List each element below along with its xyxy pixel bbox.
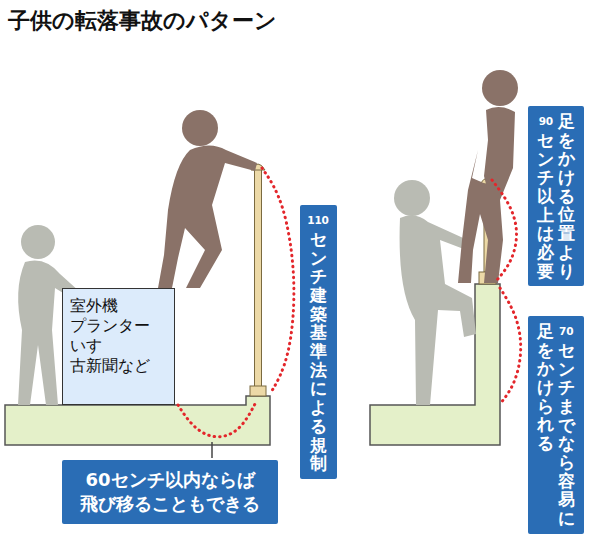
text-line: る <box>310 417 327 436</box>
text-line: ら <box>537 397 554 416</box>
text-column: 足をかけられる <box>537 322 554 528</box>
text-line: る <box>537 434 554 453</box>
text-line: 必 <box>537 243 554 262</box>
child-silhouette <box>158 110 257 288</box>
railing-base <box>250 386 266 396</box>
text-line: ら <box>558 453 575 472</box>
callout-box: 60センチ以内ならば 飛び移ることもできる <box>62 460 278 524</box>
text-line: 制 <box>310 454 327 473</box>
text-line: に <box>558 509 575 528</box>
text-line: 足 <box>558 112 575 131</box>
text-line: 建 <box>310 286 327 305</box>
text-line: 上 <box>537 206 554 225</box>
text-line: 法 <box>310 361 327 380</box>
text-line: ま <box>558 397 575 416</box>
railing-post <box>255 168 262 388</box>
text-line: に <box>310 379 327 398</box>
text-line: チ <box>558 378 575 397</box>
text-line: 容 <box>558 472 575 491</box>
text-line: け <box>537 378 554 397</box>
text-line: を <box>537 341 554 360</box>
text-line: 90 <box>539 112 553 131</box>
leader-line <box>211 442 213 458</box>
text-column: 足をかける位置より <box>558 112 575 280</box>
object-box: 室外機 プランター いす 古新聞など <box>62 288 175 405</box>
dotted-arc <box>178 402 256 437</box>
node-text: 110センチ建築基準法による規制 <box>310 211 327 473</box>
node-text: 室外機 プランター いす 古新聞など <box>70 296 160 376</box>
child-silhouette <box>458 70 518 283</box>
text-line: か <box>537 359 554 378</box>
text-line: ン <box>558 360 575 379</box>
text-line: よ <box>310 398 327 417</box>
text-line: チ <box>310 267 327 286</box>
text-line: セ <box>310 230 327 249</box>
text-line: ン <box>537 150 554 169</box>
text-line: 築 <box>310 305 327 324</box>
text-line: れ <box>537 415 554 434</box>
text-line: り <box>558 262 575 281</box>
dotted-arc <box>262 168 294 394</box>
text-line: な <box>558 434 575 453</box>
callout-box: 足をかける位置より 90センチ以上は必要 <box>528 106 583 286</box>
node-text: 70センチまでなら容易に 足をかけられる <box>537 322 574 528</box>
text-line: 易 <box>558 490 575 509</box>
text-line: よ <box>558 243 575 262</box>
text-line: 70 <box>559 322 573 341</box>
text-line: る <box>558 187 575 206</box>
text-line: を <box>558 131 575 150</box>
text-line: セ <box>558 341 575 360</box>
dotted-arc <box>500 288 521 404</box>
dotted-arc <box>492 180 517 280</box>
text-line: 足 <box>537 322 554 341</box>
callout-box: 110センチ建築基準法による規制 <box>300 205 337 479</box>
text-line: 規 <box>310 436 327 455</box>
text-column: 70センチまでなら容易に <box>558 322 575 528</box>
text-line: セ <box>537 131 554 150</box>
node-text: 60センチ以内ならば 飛び移ることもできる <box>75 468 266 516</box>
diagram-title: 子供の転落事故のパターン <box>8 6 277 36</box>
text-line: 以 <box>537 187 554 206</box>
callout-box: 70センチまでなら容易に 足をかけられる <box>528 316 583 534</box>
child-silhouette <box>394 180 476 405</box>
text-line: 要 <box>537 262 554 281</box>
node-text: 足をかける位置より 90センチ以上は必要 <box>537 112 574 280</box>
text-column: 110センチ建築基準法による規制 <box>310 211 327 473</box>
text-line: 準 <box>310 342 327 361</box>
text-line: 位 <box>558 205 575 224</box>
text-line: チ <box>537 168 554 187</box>
text-line: は <box>537 224 554 243</box>
text-line: か <box>558 149 575 168</box>
text-column: 90センチ以上は必要 <box>537 112 554 280</box>
text-line: 110 <box>307 211 328 230</box>
text-line: 基 <box>310 323 327 342</box>
text-line: 置 <box>558 224 575 243</box>
text-line: ン <box>310 249 327 268</box>
text-line: け <box>558 168 575 187</box>
dimension-arcs <box>178 168 521 437</box>
text-line: で <box>558 416 575 435</box>
